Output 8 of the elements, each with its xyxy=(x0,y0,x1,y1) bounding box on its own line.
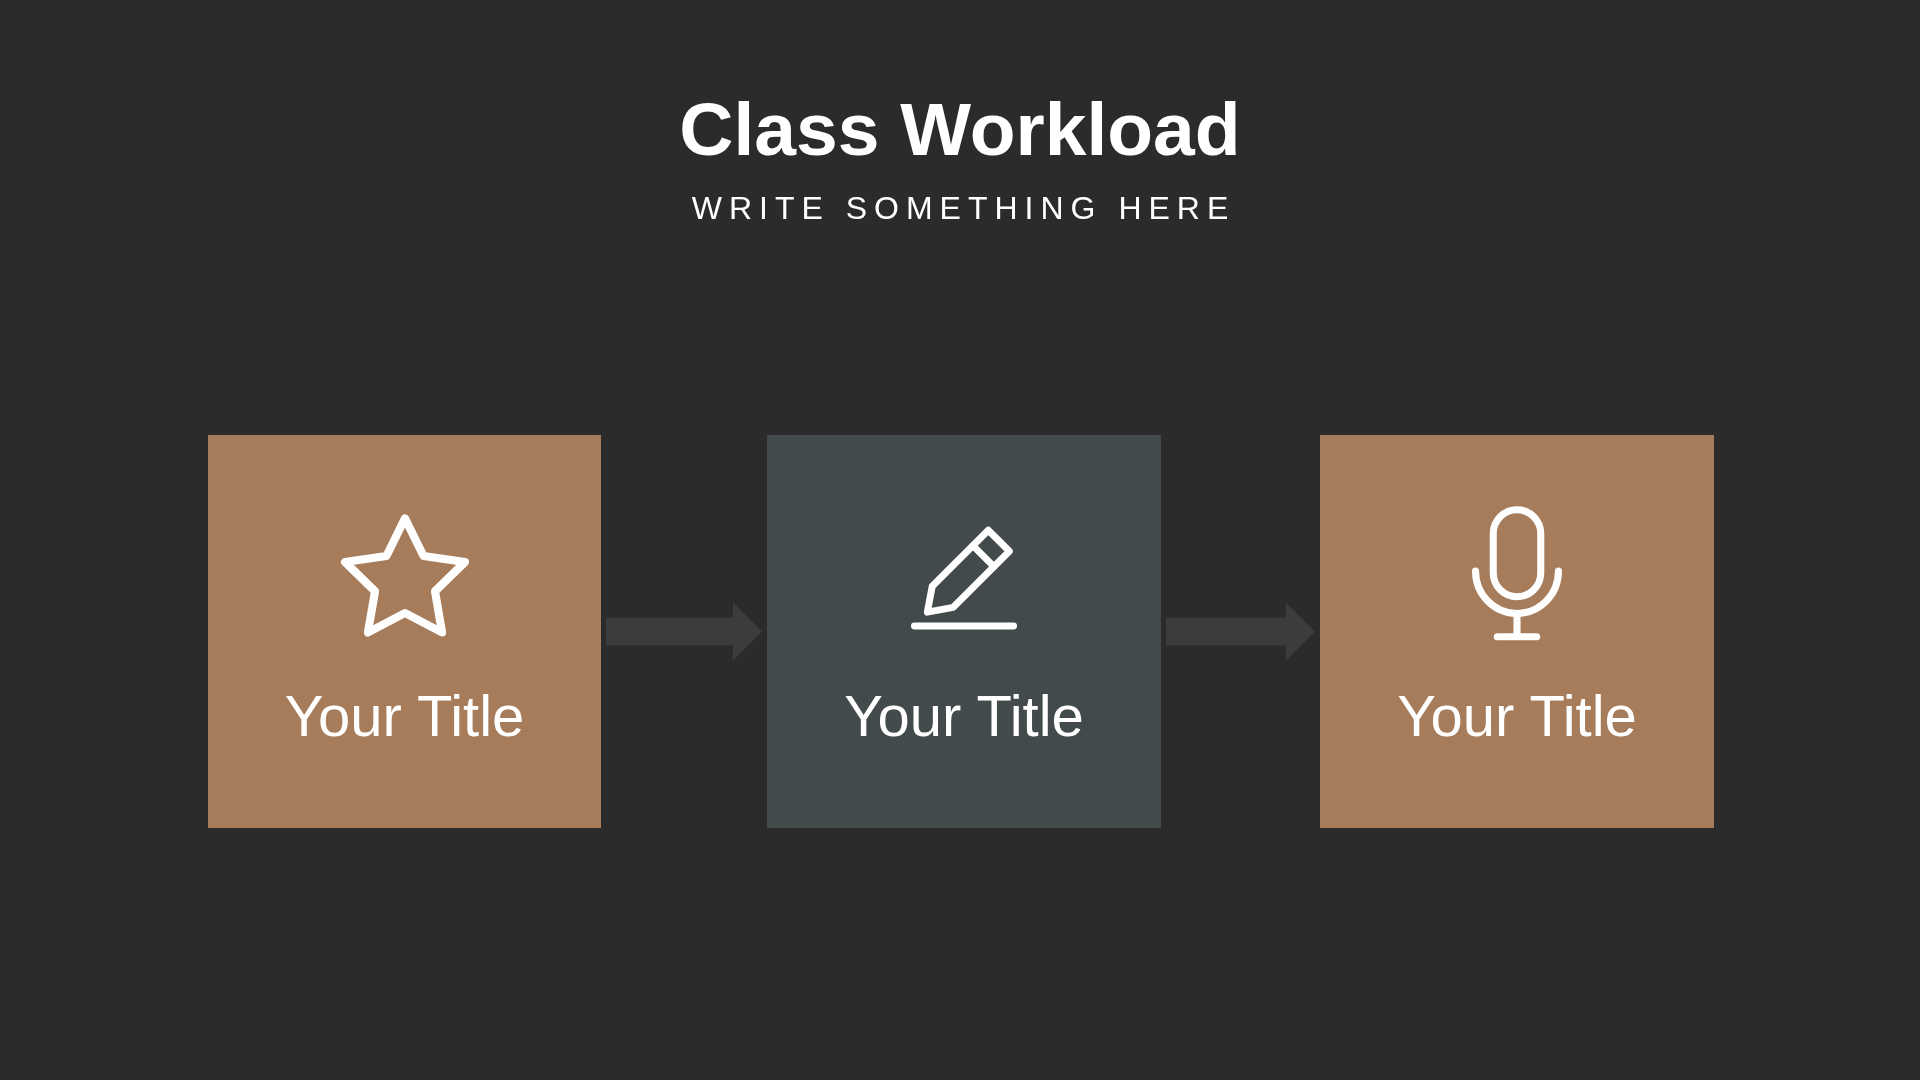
title: Class Workload xyxy=(679,86,1241,173)
card-title: Your Title xyxy=(844,683,1084,749)
step-card xyxy=(208,435,601,828)
step-card xyxy=(767,435,1161,828)
card-title: Your Title xyxy=(1397,683,1637,749)
step-card xyxy=(1320,435,1714,828)
subtitle: WRITE SOMETHING HERE xyxy=(690,189,1236,227)
card-title: Your Title xyxy=(284,683,525,749)
